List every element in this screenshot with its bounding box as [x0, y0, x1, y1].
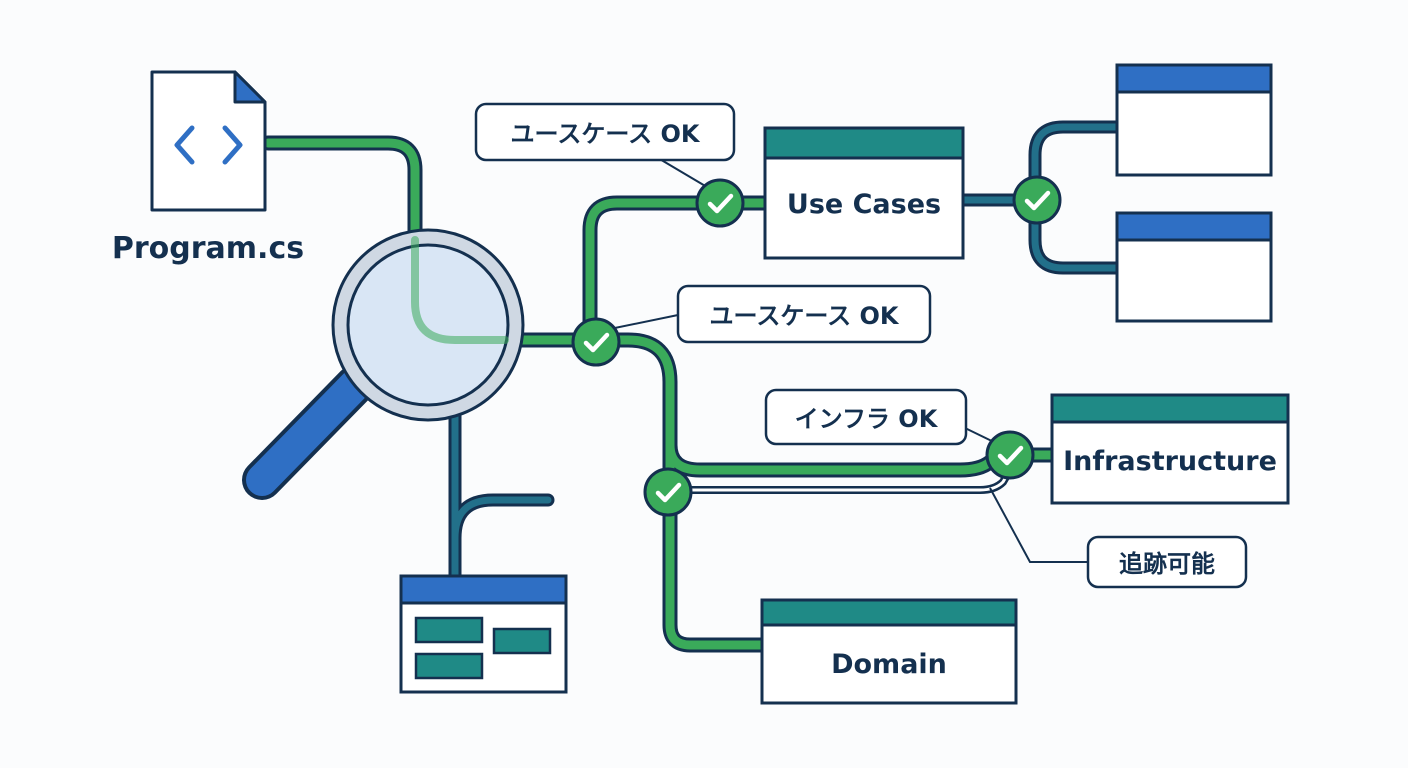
callout-use-case-ok-mid: ユースケース OK — [676, 284, 932, 344]
code-file-icon — [174, 125, 243, 165]
check-circle-icon — [695, 178, 745, 228]
callout-text: インフラ OK — [795, 405, 939, 433]
infrastructure-label: Infrastructure — [1063, 446, 1277, 477]
callout-text: ユースケース OK — [511, 120, 701, 148]
traceable-parallel-line — [674, 466, 1014, 494]
use-cases-label: Use Cases — [787, 189, 941, 220]
ui-window-connector — [448, 403, 555, 585]
dependency-window-bottom[interactable] — [1115, 211, 1273, 323]
check-circle-icon — [571, 317, 621, 367]
module-infrastructure[interactable]: Infrastructure — [1050, 393, 1290, 505]
callout-use-case-ok-top: ユースケース OK — [474, 102, 736, 162]
program-file[interactable]: Program.cs — [112, 70, 304, 266]
callout-text: ユースケース OK — [710, 302, 900, 330]
check-circle-icon — [1012, 175, 1062, 225]
check-circle-icon — [985, 430, 1035, 480]
magnifying-glass-icon — [242, 228, 525, 500]
check-circle-icon — [643, 467, 693, 517]
domain-label: Domain — [831, 649, 947, 680]
callout-traceable: 追跡可能 — [1086, 535, 1248, 589]
callout-infra-ok: インフラ OK — [764, 388, 968, 446]
module-domain[interactable]: Domain — [760, 598, 1018, 705]
file-name-label: Program.cs — [112, 231, 304, 266]
module-use-cases[interactable]: Use Cases — [763, 126, 965, 260]
callout-text: 追跡可能 — [1119, 550, 1215, 578]
dependency-window-top[interactable] — [1115, 63, 1273, 177]
ui-window-icon[interactable] — [399, 574, 568, 694]
